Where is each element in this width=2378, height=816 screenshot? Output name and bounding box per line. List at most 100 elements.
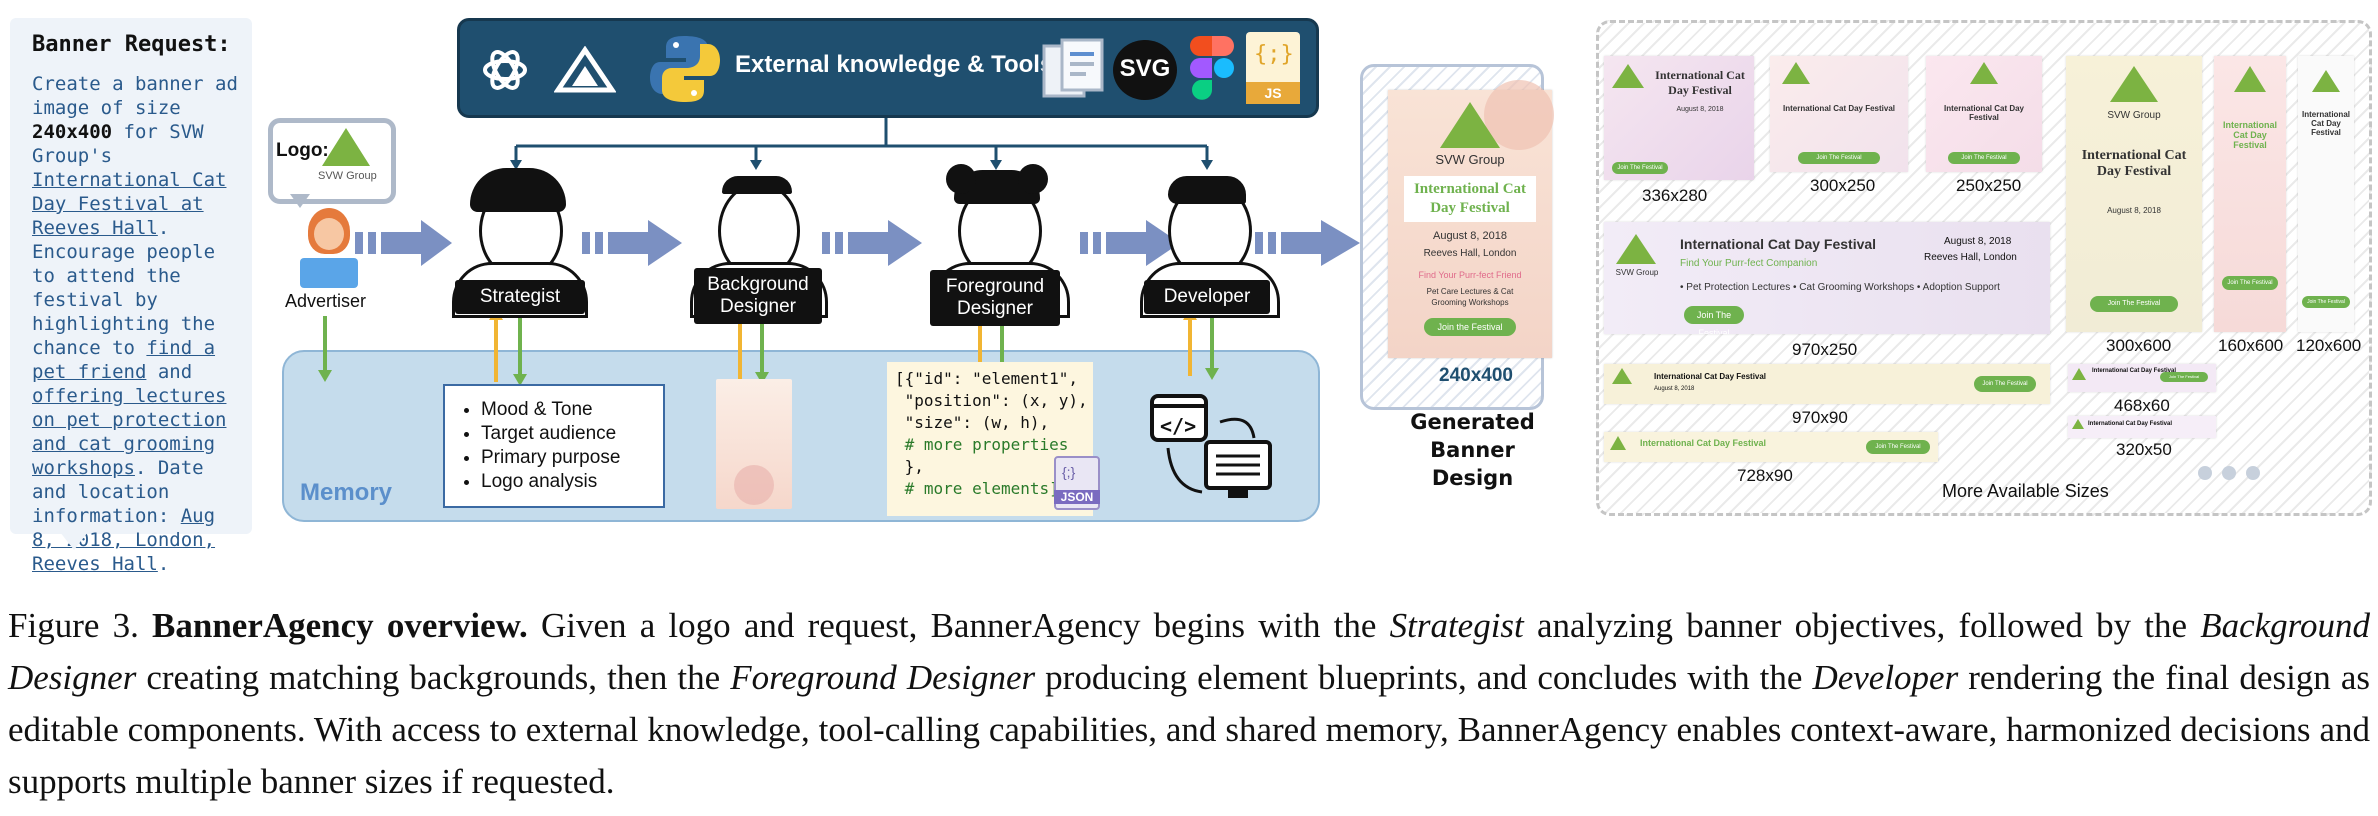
banner-320x50: International Cat Day Festival xyxy=(2068,416,2216,438)
banner-970x90: International Cat Day Festival August 8,… xyxy=(1604,364,2050,404)
foreground-designer-bun-right xyxy=(1018,164,1048,194)
figma-icon xyxy=(1190,36,1234,100)
mini-date: August 8, 2018 xyxy=(1654,386,1695,392)
size-label: 320x50 xyxy=(2116,440,2172,459)
caption-italic: Background Designer xyxy=(8,606,2370,697)
banner-title-box xyxy=(1404,176,1536,222)
mini-logo-icon xyxy=(1782,62,1810,84)
banner-336x280: International Cat Day Festival August 8,… xyxy=(1604,56,1754,180)
mini-button: Join The Festival xyxy=(2090,296,2178,312)
logo-name: SVW Group xyxy=(318,170,377,182)
mini-title: International Cat Day Festival xyxy=(2301,110,2350,137)
mini-title: International Cat Day Festival xyxy=(2092,368,2177,374)
mini-button: Join The Festival xyxy=(1684,306,1744,334)
python-icon xyxy=(650,36,720,102)
mini-button: Join The Festival xyxy=(1798,152,1880,164)
mini-title: International Cat Day Festival xyxy=(2088,421,2173,427)
request-event-link: International Cat Day Festival at Reeves… xyxy=(32,169,227,239)
advertiser-face xyxy=(314,218,344,250)
caption-text: rendering the final design as editable c… xyxy=(8,658,2371,801)
caption-italic: Foreground Designer xyxy=(730,658,1036,697)
pagination-dot xyxy=(2198,466,2212,480)
strategy-item: Mood & Tone xyxy=(481,398,663,422)
pagination-dot xyxy=(2246,466,2260,480)
caption-italic: Developer xyxy=(1812,658,1959,697)
arrow-background-foreground xyxy=(822,220,922,266)
logo-bubble-tail xyxy=(290,194,310,208)
generated-caption: Generated Banner Design xyxy=(1410,410,1535,490)
js-badge: JS xyxy=(1246,82,1300,104)
mini-date: August 8, 2018 xyxy=(2107,206,2161,215)
mini-date: August 8, 2018 xyxy=(1676,106,1724,113)
size-label: 300x250 xyxy=(1810,176,1876,195)
generated-banner: SVW Group International Cat Day Festival… xyxy=(1388,80,1554,358)
mini-button: Join The Festival xyxy=(1866,440,1930,454)
code-comment: # more elements] xyxy=(895,479,1059,498)
size-label: 160x600 xyxy=(2218,336,2284,355)
request-text-6: . xyxy=(157,553,170,575)
code-line: "position": (x, y), xyxy=(895,391,1088,410)
caption-text: creating matching backgrounds, then the xyxy=(136,658,731,697)
banner-120x600: International Cat Day Festival Join The … xyxy=(2298,56,2354,332)
foreground-designer-label: Foreground Designer xyxy=(930,270,1060,326)
svg-badge: SVG xyxy=(1119,55,1171,82)
request-text-4: and xyxy=(146,361,193,383)
caption-text: analyzing banner objectives, followed by… xyxy=(1523,606,2201,645)
mini-button: Join The Festival xyxy=(2222,276,2278,290)
developer-hair xyxy=(1168,176,1246,204)
pagination-dot xyxy=(2222,466,2236,480)
background-designer-label: Background Designer xyxy=(694,268,822,324)
strategy-item: Target audience xyxy=(481,422,663,446)
code-line: "size": (w, h), xyxy=(895,413,1050,432)
code-monitor-icon: </> xyxy=(1150,394,1272,498)
banner-detail: Pet Care Lectures & Cat Grooming Worksho… xyxy=(1426,287,1514,307)
request-text-2: for SVW Group's xyxy=(32,121,204,167)
banner-logo-icon xyxy=(1440,102,1500,148)
advertiser-icon xyxy=(300,208,358,290)
mini-title: International Cat Day Festival xyxy=(1943,104,2024,122)
json-glyph: {;} xyxy=(1062,464,1076,480)
banner-title: International Cat Day Festival xyxy=(1413,181,1527,216)
strategy-item: Primary purpose xyxy=(481,446,663,470)
strategist-label: Strategist xyxy=(455,280,585,314)
generated-size: 240x400 xyxy=(1439,365,1513,386)
strategist-hair xyxy=(470,168,566,212)
svg-icon: SVG xyxy=(1113,40,1177,100)
mini-title: International Cat Day Festival xyxy=(1640,438,1767,448)
ai-lab-icon xyxy=(554,46,616,93)
banner-300x600: SVW Group International Cat Day Festival… xyxy=(2066,56,2202,332)
request-text-3: . Encourage people to attend the festiva… xyxy=(32,217,216,359)
mini-title: International Cat Day Festival xyxy=(1680,236,1877,252)
caption-bold: BannerAgency overview. xyxy=(152,606,528,645)
arrow-developer-output xyxy=(1255,220,1360,266)
banner-join-button: Join the Festival xyxy=(1424,318,1516,336)
arrow-foreground-developer xyxy=(1080,220,1180,266)
banner-250x250: International Cat Day Festival Join The … xyxy=(1926,56,2042,172)
developer-label: Developer xyxy=(1144,280,1270,314)
mini-logo-icon xyxy=(2072,419,2084,429)
svg-text:</>: </> xyxy=(1160,414,1196,438)
json-file-icon: {;} JSON xyxy=(1054,456,1100,510)
js-file-icon: {;} JS xyxy=(1246,32,1300,104)
banner-160x600: International Cat Day Festival Join The … xyxy=(2214,56,2286,332)
caption-text: Given a logo and request, BannerAgency b… xyxy=(527,606,1390,645)
caption-italic: Strategist xyxy=(1389,606,1524,645)
mini-logo-icon xyxy=(2072,368,2086,380)
size-label: 300x600 xyxy=(2106,336,2172,355)
mini-logo-icon xyxy=(1612,368,1632,384)
openai-icon xyxy=(483,50,527,90)
request-card-tail xyxy=(60,532,88,550)
foreground-designer-bun-left xyxy=(946,164,976,194)
size-label: 250x250 xyxy=(1956,176,2022,195)
logo-label: Logo: xyxy=(276,140,329,161)
strategy-notes: Mood & Tone Target audience Primary purp… xyxy=(443,384,665,508)
mini-title: International Cat Day Festival xyxy=(1654,372,1767,381)
size-label: 728x90 xyxy=(1737,466,1793,485)
advertiser-label: Advertiser xyxy=(285,291,367,311)
mini-title: International Cat Day Festival xyxy=(1655,68,1745,97)
mini-button: Join The Festival xyxy=(1612,162,1668,174)
mini-logo-icon xyxy=(2110,66,2158,102)
mini-features: • Pet Protection Lectures • Cat Grooming… xyxy=(1680,282,2000,293)
banner-728x90: International Cat Day Festival Join The … xyxy=(1604,432,1938,462)
banner-brand: SVW Group xyxy=(1435,152,1505,167)
